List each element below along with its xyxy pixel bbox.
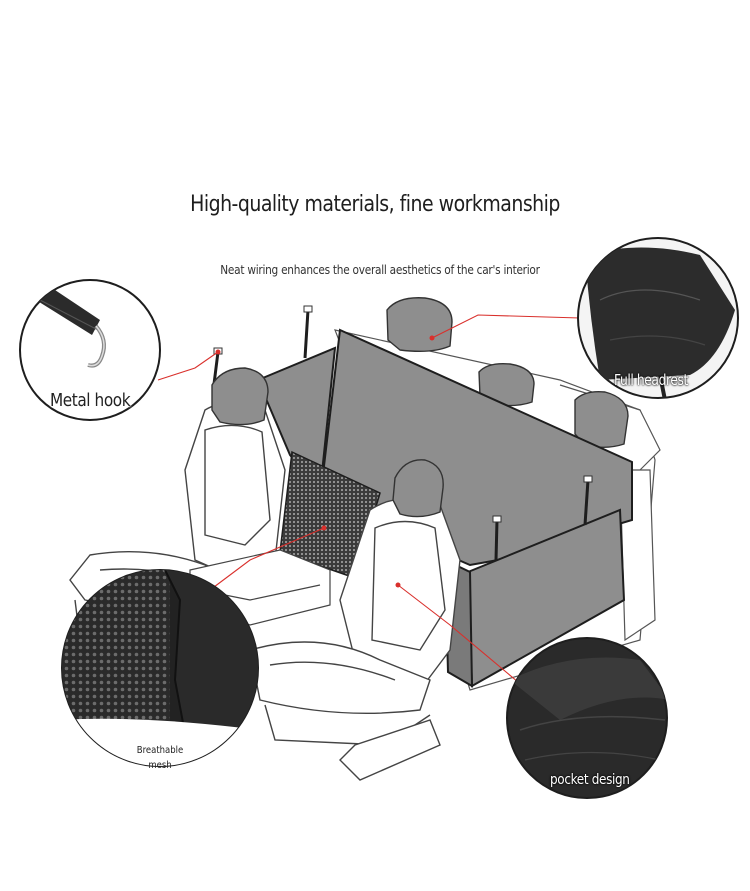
leader-lines: [157, 314, 581, 683]
label-breathable-line2: mesh: [148, 760, 172, 771]
label-metal-hook: Metal hook: [50, 390, 131, 411]
page-subtitle: Neat wiring enhances the overall aesthet…: [220, 263, 540, 277]
label-breathable-mesh: Breathable mesh: [135, 743, 186, 773]
label-pocket-design: pocket design: [550, 772, 630, 788]
rear-headrests: [386, 297, 629, 448]
callout-full-headrest: [577, 237, 739, 399]
label-breathable-line1: Breathable: [136, 745, 184, 756]
left-headrest: [211, 367, 269, 426]
right-headrest: [392, 459, 444, 518]
right-front-seat: [249, 497, 461, 781]
page-title: High-quality materials, fine workmanship: [190, 192, 560, 217]
label-full-headrest: Full headrest: [614, 371, 688, 389]
callout-pocket-design: [506, 637, 668, 799]
callout-metal-hook: [19, 279, 161, 421]
callout-breathable-mesh: [61, 569, 259, 767]
